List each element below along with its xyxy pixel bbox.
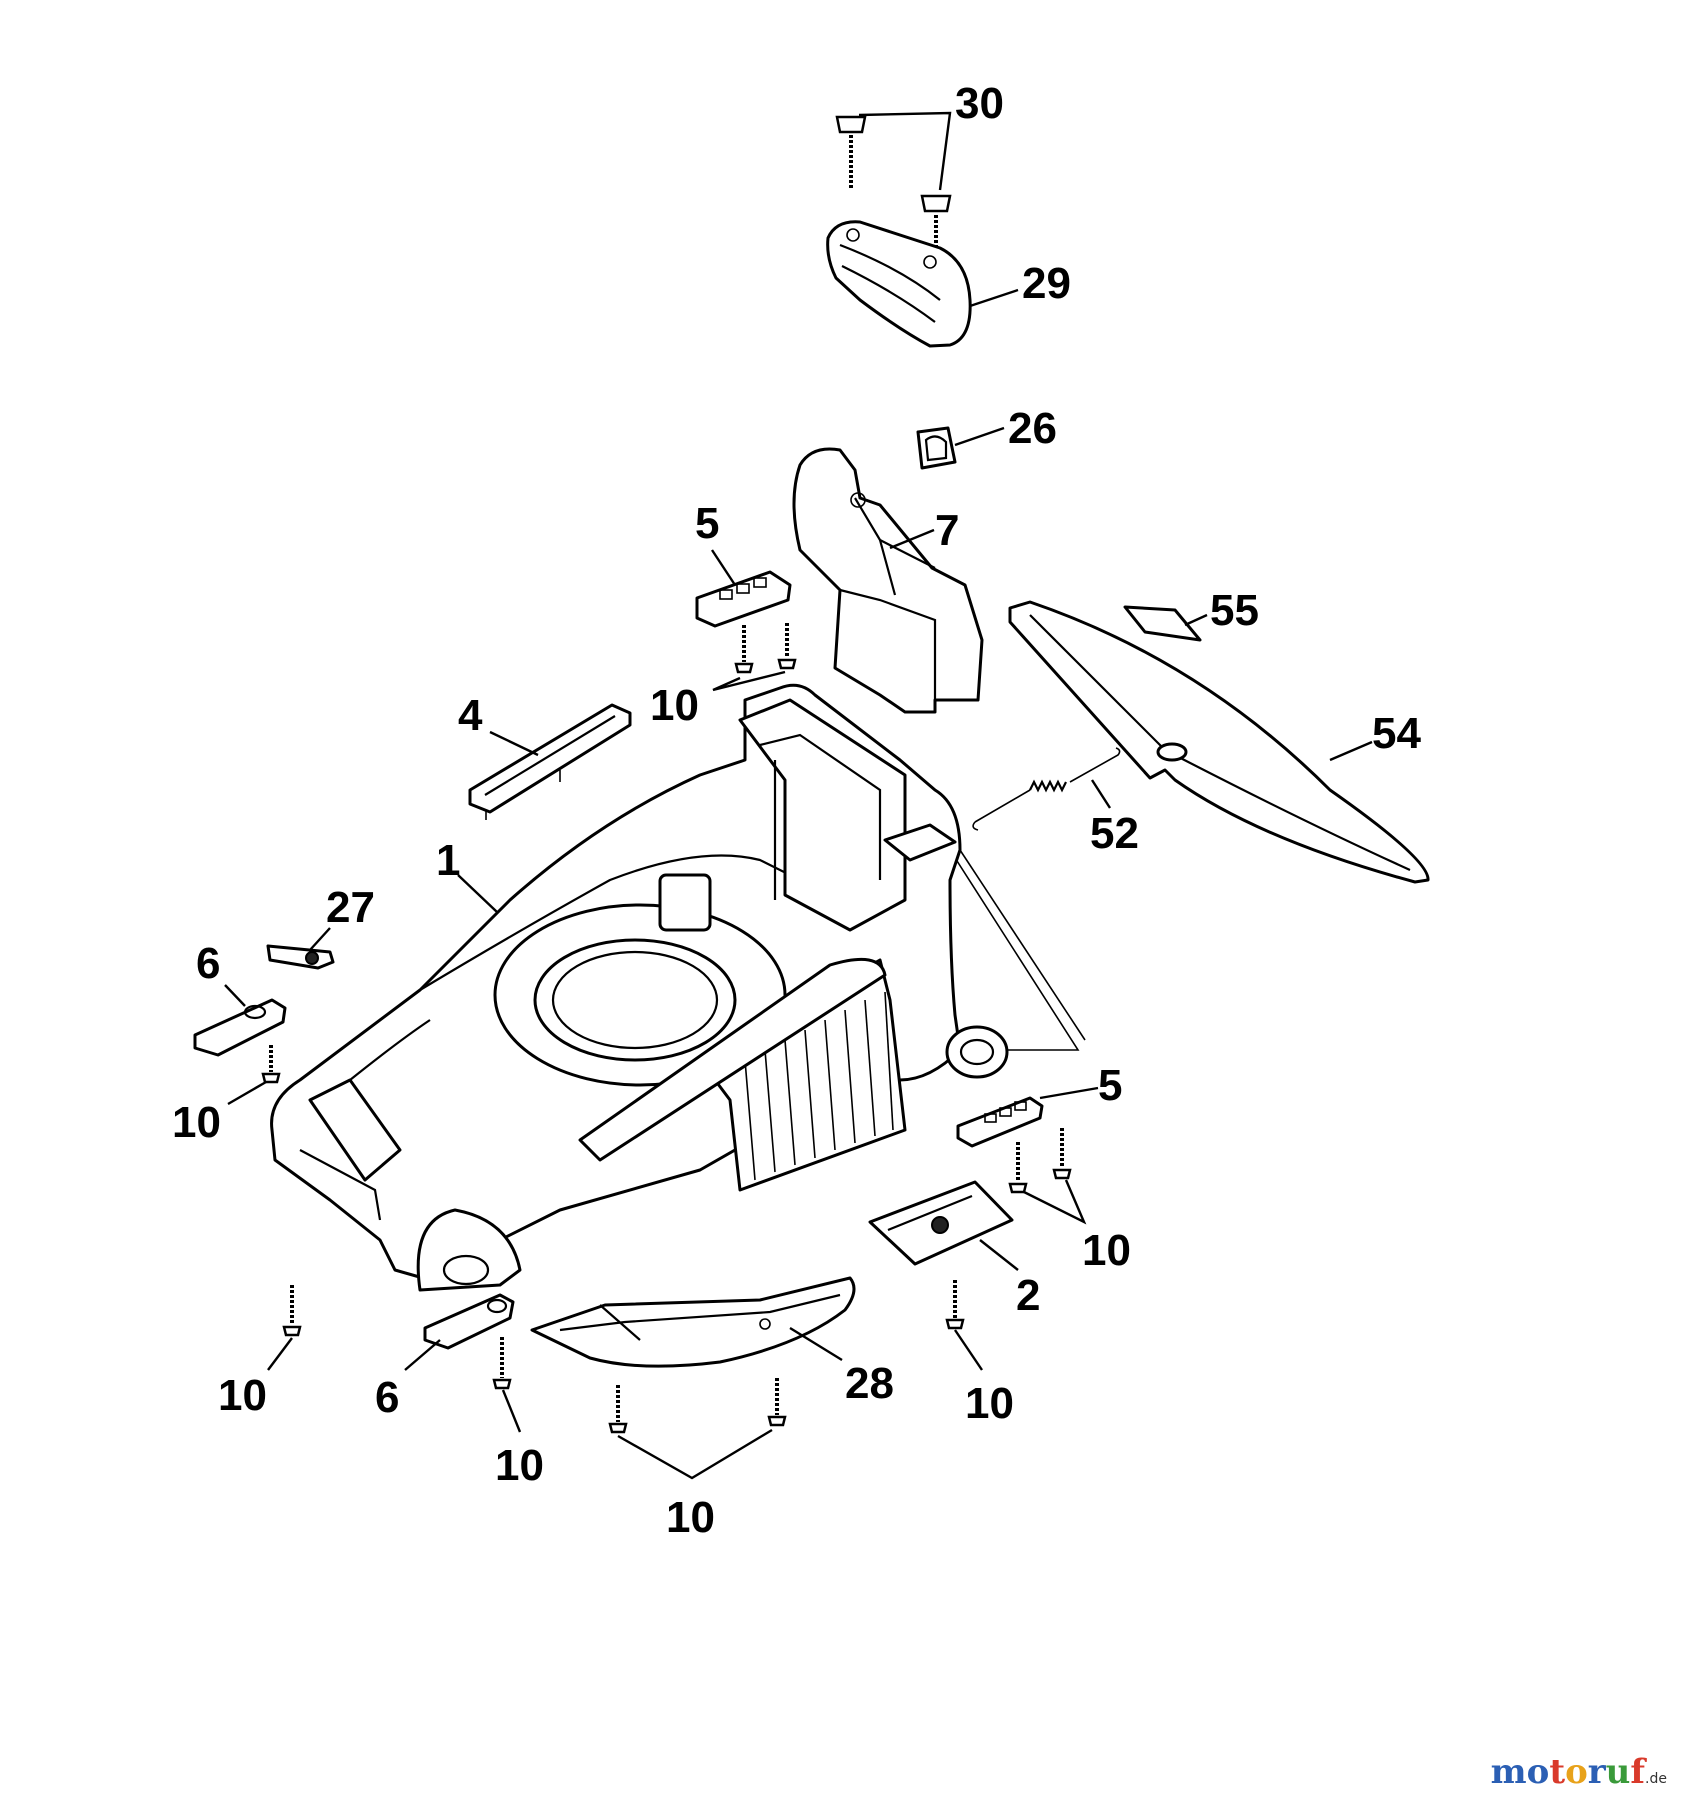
- callout-10-front: 10: [495, 1441, 544, 1490]
- callout-6-upper: 6: [196, 939, 220, 988]
- callout-2: 2: [1016, 1271, 1040, 1320]
- callout-5-upper: 5: [695, 499, 719, 548]
- watermark-letter: m: [1490, 1752, 1527, 1792]
- watermark-letter: u: [1605, 1752, 1631, 1792]
- part-5-hinge-plate-lower: [956, 1086, 1099, 1148]
- callout-29: 29: [1022, 259, 1071, 308]
- watermark-letter: o: [1526, 1752, 1550, 1792]
- part-1-mower-housing: [270, 683, 1086, 1292]
- callout-7: 7: [935, 506, 959, 555]
- part-52-spring: [972, 747, 1121, 831]
- part-29-handle-grip: [826, 220, 1019, 348]
- callout-30: 30: [955, 79, 1004, 128]
- watermark-letter: r: [1587, 1752, 1606, 1792]
- callout-52: 52: [1090, 809, 1139, 858]
- part-10-screws-upper: [712, 623, 797, 692]
- callout-55: 55: [1210, 586, 1259, 635]
- watermark-letter: o: [1565, 1752, 1588, 1792]
- part-10-screw-front: [492, 1337, 522, 1433]
- callout-10-left: 10: [172, 1098, 221, 1147]
- callout-6-lower: 6: [375, 1373, 399, 1422]
- part-4-cover-strip: [468, 703, 632, 820]
- part-6-clip-upper: [193, 984, 287, 1057]
- watermark-logo: motoruf.de: [1491, 1752, 1667, 1792]
- part-28-front-skid: [530, 1276, 856, 1368]
- callout-5-lower: 5: [1098, 1061, 1122, 1110]
- callout-1: 1: [436, 836, 460, 885]
- watermark-letter: f: [1630, 1752, 1646, 1792]
- part-54-rear-flap: [1008, 600, 1430, 884]
- watermark-suffix: .de: [1645, 1771, 1667, 1787]
- callout-28: 28: [845, 1359, 894, 1408]
- callout-10-center: 10: [965, 1379, 1014, 1428]
- part-10-screws-bottom: [608, 1378, 787, 1480]
- part-2-plate: [868, 1180, 1019, 1271]
- callout-10-front-left: 10: [218, 1371, 267, 1420]
- callout-26: 26: [1008, 404, 1057, 453]
- part-7-handle-bracket: [792, 447, 984, 714]
- part-26-clip: [916, 426, 1005, 470]
- part-10-screw-left: [227, 1045, 281, 1106]
- callout-10-right: 10: [1082, 1226, 1131, 1275]
- part-10-screw-front-left: [267, 1285, 302, 1371]
- part-55-label: [1123, 605, 1208, 642]
- callout-10-upper: 10: [650, 681, 699, 730]
- part-6-clip-lower: [404, 1293, 515, 1371]
- callout-54: 54: [1372, 709, 1421, 758]
- watermark-letter: t: [1549, 1752, 1566, 1792]
- part-10-screws-right: [1008, 1128, 1087, 1225]
- callout-27: 27: [326, 883, 375, 932]
- callout-4: 4: [458, 691, 483, 740]
- callout-10-bottom: 10: [666, 1493, 715, 1542]
- part-27-plate: [266, 927, 335, 970]
- part-5-hinge-plate-upper: [695, 549, 792, 628]
- part-10-screw-center: [945, 1280, 983, 1371]
